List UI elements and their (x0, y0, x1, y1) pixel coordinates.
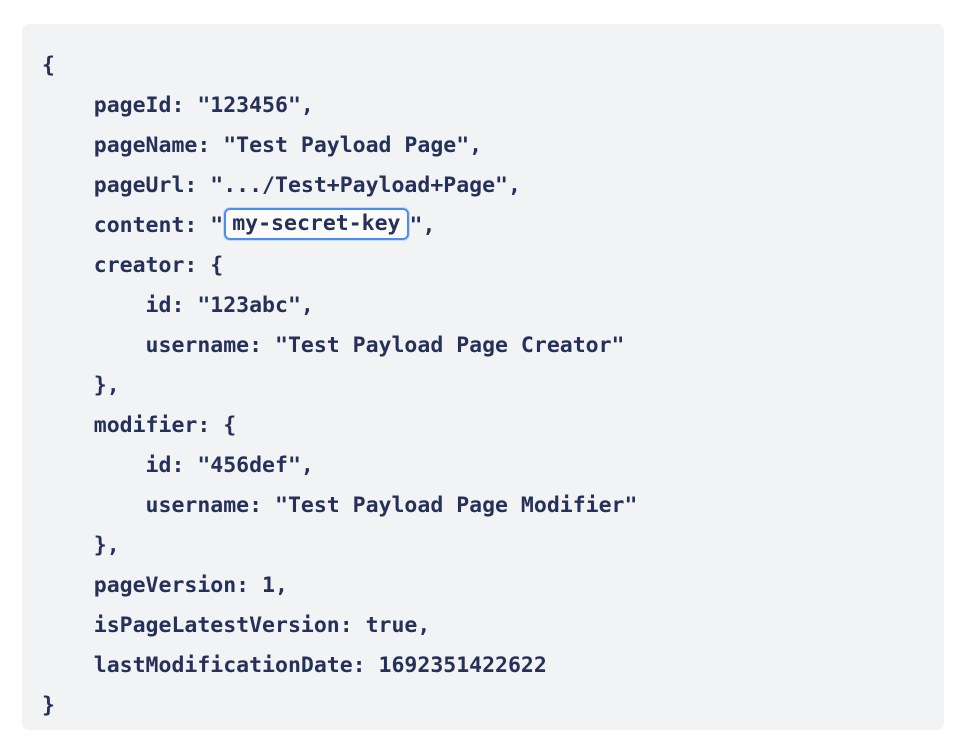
code-line: pageUrl: ".../Test+Payload+Page", (22, 166, 944, 206)
highlighted-value-wrapper: my-secret-key (223, 206, 409, 246)
code-line: id: "123abc", (22, 286, 944, 326)
code-line-text: lastModificationDate: 1692351422622 (42, 653, 547, 678)
code-line: id: "456def", (22, 446, 944, 486)
code-line-text: }, (42, 373, 120, 398)
code-line-text: creator: { (42, 253, 224, 278)
code-line: creator: { (22, 246, 944, 286)
code-line-text: username: "Test Payload Page Modifier" (42, 493, 638, 518)
code-line-text-after: ", (409, 213, 436, 238)
code-line: lastModificationDate: 1692351422622 (22, 646, 944, 686)
code-line-text: pageId: "123456", (42, 93, 314, 118)
code-line-text: id: "123abc", (42, 293, 314, 318)
code-line: username: "Test Payload Page Creator" (22, 326, 944, 366)
code-line-text: } (42, 693, 55, 718)
code-line: } (22, 686, 944, 726)
code-line-text: username: "Test Payload Page Creator" (42, 333, 625, 358)
json-payload-code-block: { pageId: "123456", pageName: "Test Payl… (22, 24, 944, 730)
code-line-text: isPageLatestVersion: true, (42, 613, 431, 638)
code-line: }, (22, 526, 944, 566)
code-line-text: content: " (42, 213, 224, 238)
code-line: { (22, 46, 944, 86)
highlighted-secret-value[interactable]: my-secret-key (224, 208, 409, 240)
code-line: pageId: "123456", (22, 86, 944, 126)
code-line: modifier: { (22, 406, 944, 446)
code-line-text: }, (42, 533, 120, 558)
code-line-text: pageUrl: ".../Test+Payload+Page", (42, 173, 521, 198)
code-line-text: id: "456def", (42, 453, 314, 478)
code-line-text: pageName: "Test Payload Page", (42, 133, 483, 158)
code-line: pageVersion: 1, (22, 566, 944, 606)
code-line-list: { pageId: "123456", pageName: "Test Payl… (22, 46, 944, 726)
code-line: pageName: "Test Payload Page", (22, 126, 944, 166)
code-line-text: modifier: { (42, 413, 237, 438)
code-line: username: "Test Payload Page Modifier" (22, 486, 944, 526)
code-line: content: "my-secret-key", (22, 206, 944, 246)
code-line: }, (22, 366, 944, 406)
code-line-text: { (42, 53, 55, 78)
code-line-text: pageVersion: 1, (42, 573, 288, 598)
code-line: isPageLatestVersion: true, (22, 606, 944, 646)
